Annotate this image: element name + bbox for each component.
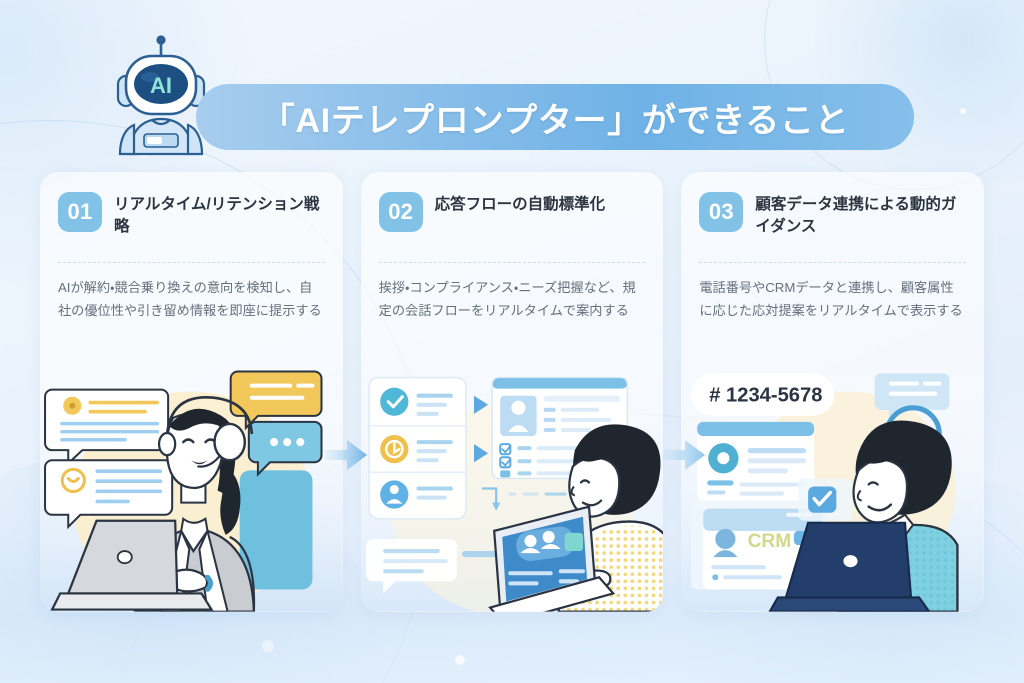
ai-robot-mascot-icon: AI	[100, 34, 222, 158]
page-header: AI 「AIテレプロンプター」ができること	[0, 34, 1024, 156]
feature-card-list: 01 リアルタイム/リテンション戦略 AIが解約・競合乗り換えの意向を検知し、自…	[0, 172, 1024, 612]
card-header: 01 リアルタイム/リテンション戦略	[40, 172, 343, 246]
phone-number-label: # 1234-5678	[710, 385, 823, 407]
laptop-illustration	[768, 522, 932, 612]
background-dot	[455, 655, 465, 665]
chat-bubble	[875, 373, 950, 421]
card-title: 応答フローの自動標準化	[434, 196, 606, 213]
card-number-badge: 03	[699, 192, 744, 232]
card-illustration-flow-checklist	[360, 330, 664, 612]
card-header: 02 応答フローの自動標準化	[361, 172, 664, 246]
chat-bubble	[44, 459, 174, 530]
laptop-illustration	[50, 520, 214, 612]
card-number-badge: 01	[58, 192, 102, 232]
feature-card-01[interactable]: 01 リアルタイム/リテンション戦略 AIが解約・競合乗り換えの意向を検知し、自…	[40, 172, 343, 612]
crm-panel: CRM	[691, 501, 827, 590]
flow-arrow-1-to-2-icon	[325, 440, 367, 470]
card-illustration-agent-headset	[40, 330, 343, 612]
step-arrow-icon	[473, 444, 488, 463]
card-divider	[699, 262, 967, 263]
feature-card-03[interactable]: 03 顧客データ連携による動的ガイダンス 電話番号やCRMデータと連携し、顧客属…	[681, 172, 985, 612]
card-description: 挨拶・コンプライアンス・ニーズ把握など、規定の会話フローをリアルタイムで案内する	[378, 280, 636, 318]
chat-bubble	[365, 539, 457, 594]
crm-label: CRM	[748, 531, 792, 552]
checklist-panel	[368, 377, 467, 520]
phone-number-pill: # 1234-5678	[691, 373, 835, 417]
card-description: AIが解約・競合乗り換えの意向を検知し、自社の優位性や引き留め情報を即座に提示す…	[58, 280, 322, 318]
laptop-illustration	[487, 505, 615, 612]
chat-bubble	[229, 370, 323, 431]
page-title: 「AIテレプロンプター」ができること	[260, 101, 850, 140]
page-title-banner: 「AIテレプロンプター」ができること	[196, 84, 914, 150]
feature-card-02[interactable]: 02 応答フローの自動標準化 挨拶・コンプライアンス・ニーズ把握など、規定の会話…	[360, 172, 664, 612]
card-title: 顧客データ連携による動的ガイダンス	[755, 196, 957, 236]
background-dot	[262, 640, 274, 652]
card-illustration-crm-guidance: # 1234-5678	[681, 330, 985, 612]
check-badge-icon	[798, 478, 853, 522]
flow-arrow-2-to-3-icon	[663, 440, 705, 470]
card-divider	[58, 262, 325, 263]
card-header: 03 顧客データ連携による動的ガイダンス	[681, 172, 984, 246]
customer-profile-panel	[697, 422, 815, 502]
chat-bubble	[44, 389, 170, 467]
card-description: 電話番号やCRMデータと連携し、顧客属性に応じた応対提案をリアルタイムで表示する	[699, 280, 963, 318]
card-divider	[378, 262, 646, 263]
step-arrow-icon	[473, 396, 488, 415]
card-title: リアルタイム/リテンション戦略	[114, 196, 320, 236]
robot-ai-label: AI	[150, 73, 172, 98]
card-number-badge: 02	[378, 192, 423, 232]
chat-bubble-typing	[247, 421, 323, 478]
